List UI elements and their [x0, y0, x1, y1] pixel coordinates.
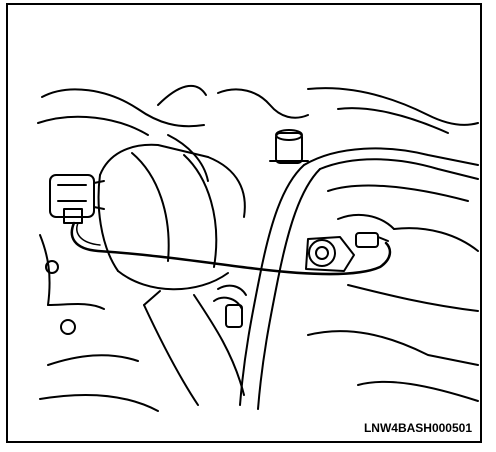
tubular-bracket	[239, 147, 479, 410]
sensor-harness	[70, 221, 392, 276]
reference-code: LNW4BASH000501	[363, 421, 472, 435]
sensor-connector	[49, 174, 105, 224]
hose-clamp	[213, 284, 247, 328]
illustration-frame: LNW4BASH000501	[6, 3, 482, 443]
upper-bolt	[269, 129, 309, 164]
upper-engine-contours	[37, 85, 479, 182]
sensor-mount	[305, 232, 389, 272]
intake-hose	[97, 143, 246, 406]
right-engine-parts	[307, 213, 479, 402]
engine-bay-line-drawing	[37, 85, 479, 412]
lower-engine-block	[39, 234, 159, 412]
